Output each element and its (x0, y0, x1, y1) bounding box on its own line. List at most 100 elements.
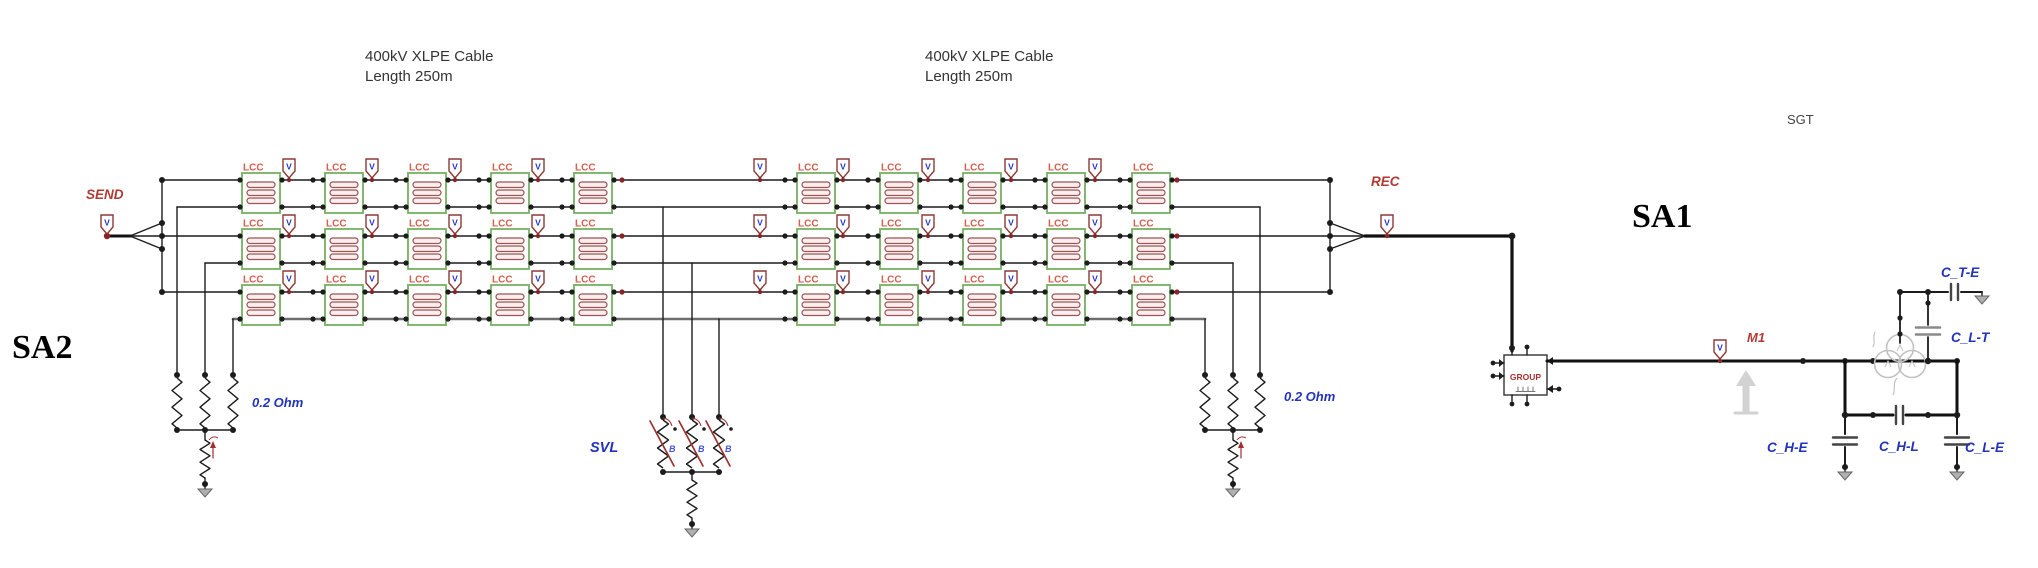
junction-dot (875, 204, 881, 210)
junction-dot (865, 289, 871, 295)
junction-dot (569, 177, 575, 183)
voltage-probe-icon[interactable] (100, 214, 114, 236)
voltage-probe-icon[interactable] (1380, 214, 1394, 236)
junction-dot (1169, 233, 1175, 239)
transformer-icon[interactable] (1873, 349, 1903, 379)
rec-label[interactable]: REC (1371, 174, 1400, 189)
junction-dot (792, 289, 798, 295)
voltage-probe-icon[interactable] (753, 270, 767, 292)
svl-label[interactable]: SVL (590, 440, 618, 456)
sa2-label[interactable]: SA2 (12, 329, 72, 366)
resistor[interactable] (227, 377, 239, 429)
cap-l-e-label[interactable]: C_L-E (1965, 440, 2005, 455)
junction-dot (1084, 177, 1090, 183)
voltage-probe-icon[interactable] (1088, 158, 1102, 180)
voltage-probe-icon[interactable] (282, 270, 296, 292)
sheath-resistance-left-label[interactable]: 0.2 Ohm (252, 395, 304, 410)
resistor[interactable] (1227, 377, 1239, 429)
voltage-probe-icon[interactable] (531, 158, 545, 180)
junction-dot (320, 177, 326, 183)
resistor[interactable] (686, 479, 698, 519)
voltage-probe-icon[interactable] (448, 270, 462, 292)
lcc-coil-bar (329, 245, 359, 253)
junction-dot (237, 289, 243, 295)
voltage-probe-icon[interactable] (448, 214, 462, 236)
resistor[interactable] (1227, 439, 1239, 479)
voltage-probe-icon[interactable] (365, 214, 379, 236)
voltage-probe-icon[interactable] (921, 158, 935, 180)
cable-note-2[interactable]: 400kV XLPE Cable (925, 48, 1053, 65)
lcc-block-label: LCC (1048, 163, 1069, 174)
terminal-pin-dot (619, 177, 625, 183)
transformer-icon (1908, 359, 1916, 368)
voltage-probe-icon[interactable] (921, 270, 935, 292)
lcc-coil-bar (801, 237, 831, 245)
lcc-coil-bar (884, 309, 914, 317)
send-label[interactable]: SEND (86, 187, 124, 202)
cap-h-l-label[interactable]: C_H-L (1879, 439, 1919, 454)
voltage-probe-icon[interactable] (753, 158, 767, 180)
voltage-probe-icon[interactable] (1004, 270, 1018, 292)
junction-dot (792, 260, 798, 266)
cap-h-e-label[interactable]: C_H-E (1767, 440, 1809, 455)
cap-l-t-label[interactable]: C_L-T (1951, 330, 1991, 345)
junction-dot (834, 260, 840, 266)
junction-dot (403, 177, 409, 183)
lcc-coil-bar (495, 189, 525, 197)
junction-dot (403, 233, 409, 239)
voltage-probe-icon[interactable] (282, 214, 296, 236)
junction-dot (782, 289, 788, 295)
wire (129, 222, 163, 237)
junction-dot (865, 260, 871, 266)
voltage-probe-icon[interactable] (836, 270, 850, 292)
resistor[interactable] (199, 439, 211, 479)
transformer-icon[interactable] (1897, 349, 1927, 379)
lcc-coil-bar (246, 181, 276, 189)
group-block[interactable] (1503, 354, 1548, 396)
sgt-label[interactable]: SGT (1787, 112, 1814, 127)
voltage-probe-icon[interactable] (753, 214, 767, 236)
voltage-probe-icon[interactable] (531, 270, 545, 292)
lcc-coil-bar (967, 245, 997, 253)
voltage-probe-icon[interactable] (448, 158, 462, 180)
junction-dot (948, 233, 954, 239)
voltage-probe-icon[interactable] (1088, 270, 1102, 292)
probe-node-dot (369, 177, 375, 183)
voltage-probe-icon[interactable] (836, 158, 850, 180)
voltage-probe-icon[interactable] (365, 158, 379, 180)
resistor[interactable] (199, 377, 211, 429)
sa1-label[interactable]: SA1 (1632, 198, 1692, 235)
voltage-probe-icon[interactable] (531, 214, 545, 236)
voltage-probe-icon[interactable] (282, 158, 296, 180)
junction-dot (948, 260, 954, 266)
lcc-coil-bar (329, 237, 359, 245)
lcc-block-label: LCC (798, 219, 819, 230)
junction-dot (792, 233, 798, 239)
m1-label[interactable]: M1 (1747, 330, 1765, 345)
cable-note-2[interactable]: Length 250m (925, 68, 1013, 85)
resistor[interactable] (171, 377, 183, 429)
junction-dot (237, 233, 243, 239)
voltage-probe-icon[interactable] (365, 270, 379, 292)
resistor[interactable] (1254, 377, 1266, 429)
voltage-probe-icon[interactable] (836, 214, 850, 236)
voltage-probe-letter: V (286, 218, 292, 228)
junction-dot (1117, 233, 1123, 239)
resistor[interactable] (1199, 377, 1211, 429)
voltage-probe-icon[interactable] (921, 214, 935, 236)
junction-dot (729, 427, 733, 431)
voltage-probe-icon[interactable] (1004, 158, 1018, 180)
lcc-coil-bar (495, 293, 525, 301)
junction-dot (476, 289, 482, 295)
lcc-block-label: LCC (1048, 219, 1069, 230)
voltage-probe-icon[interactable] (1004, 214, 1018, 236)
lcc-block-label: LCC (1133, 275, 1154, 286)
cable-note-1[interactable]: Length 250m (365, 68, 453, 85)
lcc-block-label: LCC (964, 275, 985, 286)
sheath-resistance-right-label[interactable]: 0.2 Ohm (1284, 389, 1336, 404)
voltage-probe-letter: V (452, 162, 458, 172)
cap-t-e-label[interactable]: C_T-E (1941, 265, 1980, 280)
voltage-probe-icon[interactable] (1713, 339, 1727, 361)
voltage-probe-icon[interactable] (1088, 214, 1102, 236)
cable-note-1[interactable]: 400kV XLPE Cable (365, 48, 493, 65)
